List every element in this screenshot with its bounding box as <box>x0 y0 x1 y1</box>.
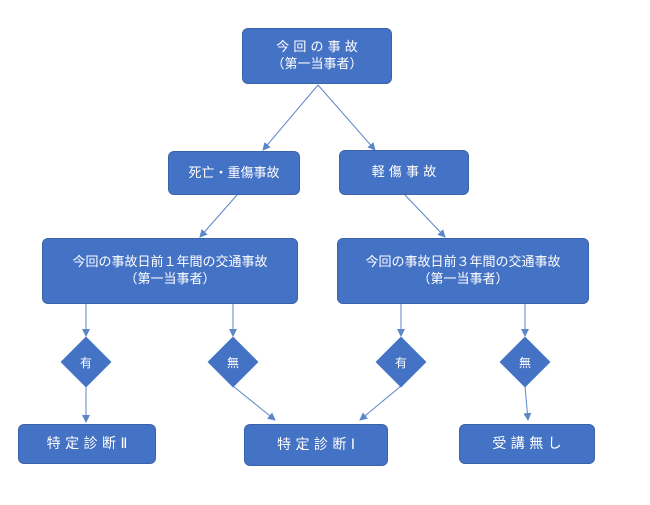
history-3year-box: 今回の事故日前３年間の交通事故 （第一当事者） <box>337 238 589 304</box>
arrow-no3-to-none <box>523 385 532 421</box>
result-no-attendance-label: 受 講 無 し <box>492 435 562 452</box>
current-accident-box: 今 回 の 事 故 （第一当事者） <box>242 28 392 84</box>
result-special-diagnosis-1-label: 特 定 診 断 Ⅰ <box>277 436 355 453</box>
severe-accident-box: 死亡・重傷事故 <box>168 151 300 195</box>
arrow-no1-to-special1 <box>232 385 276 421</box>
arrow-yes3-to-special1 <box>359 385 402 421</box>
decision-no-3year-label: 無 <box>518 355 531 370</box>
history-3year-title: 今回の事故日前３年間の交通事故 <box>365 255 561 270</box>
decision-no-3year: 無 <box>499 336 551 388</box>
minor-accident-box: 軽 傷 事 故 <box>339 150 469 195</box>
history-3year-subtitle: （第一当事者） <box>417 272 509 287</box>
history-1year-title: 今回の事故日前１年間の交通事故 <box>72 255 268 270</box>
arrow-root-to-minor <box>317 84 376 151</box>
decision-yes-3year: 有 <box>375 336 427 388</box>
arrow-minor-to-history3 <box>404 194 446 238</box>
arrow-severe-to-history1 <box>199 194 238 238</box>
arrow-root-to-severe <box>262 84 319 151</box>
decision-yes-1year-label: 有 <box>79 355 92 370</box>
result-special-diagnosis-1: 特 定 診 断 Ⅰ <box>244 424 388 466</box>
severe-accident-label: 死亡・重傷事故 <box>188 165 280 181</box>
minor-accident-label: 軽 傷 事 故 <box>371 165 437 180</box>
result-special-diagnosis-2: 特 定 診 断 Ⅱ <box>18 424 156 464</box>
history-1year-subtitle: （第一当事者） <box>124 272 216 287</box>
result-special-diagnosis-2-label: 特 定 診 断 Ⅱ <box>46 435 128 452</box>
decision-yes-1year: 有 <box>60 336 112 388</box>
decision-no-1year: 無 <box>207 336 259 388</box>
result-no-attendance: 受 講 無 し <box>459 424 595 464</box>
decision-no-1year-label: 無 <box>226 355 239 370</box>
history-1year-box: 今回の事故日前１年間の交通事故 （第一当事者） <box>42 238 298 304</box>
current-accident-subtitle: （第一当事者） <box>271 57 363 72</box>
decision-yes-3year-label: 有 <box>394 355 407 370</box>
current-accident-title: 今 回 の 事 故 <box>276 40 358 55</box>
